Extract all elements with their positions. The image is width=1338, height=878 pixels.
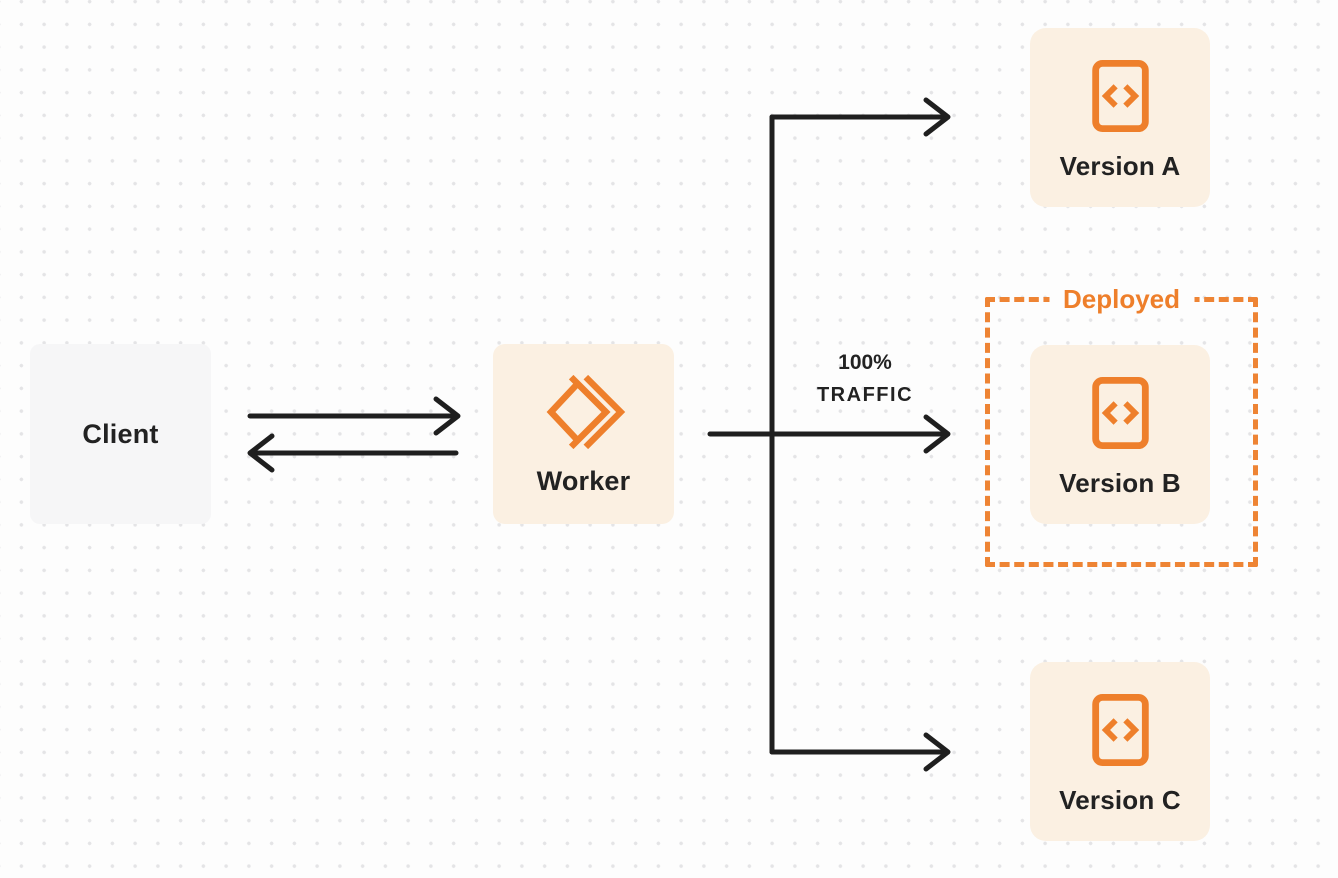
traffic-percentage-label: 100% TRAFFIC: [780, 348, 950, 412]
worker-to-version-c-arrow: [769, 732, 951, 772]
client-node: Client: [30, 344, 211, 524]
worker-to-client-arrow: [247, 433, 459, 473]
worker-node: Worker: [493, 344, 674, 524]
traffic-word-text: TRAFFIC: [816, 384, 914, 406]
version-a-label: Version A: [1059, 151, 1181, 181]
worker-to-version-a-arrow: [769, 97, 951, 137]
deployed-region: Deployed: [985, 284, 1258, 567]
version-b-label: Version B: [1059, 468, 1181, 498]
code-file-icon: [1091, 693, 1150, 772]
version-a-node: Version A: [1030, 28, 1210, 207]
traffic-percent-text: 100%: [838, 351, 892, 374]
client-to-worker-arrow: [247, 396, 461, 436]
version-b-node: Version B: [1030, 345, 1210, 524]
version-c-node: Version C: [1030, 662, 1210, 841]
worker-to-version-b-arrow: [707, 414, 951, 454]
code-file-icon: [1091, 59, 1150, 138]
code-file-icon: [1091, 376, 1150, 455]
version-c-label: Version C: [1059, 785, 1181, 815]
worker-label: Worker: [536, 466, 631, 496]
worker-icon: [540, 374, 628, 454]
deployed-badge: Deployed: [1048, 284, 1195, 315]
client-label: Client: [82, 418, 159, 449]
